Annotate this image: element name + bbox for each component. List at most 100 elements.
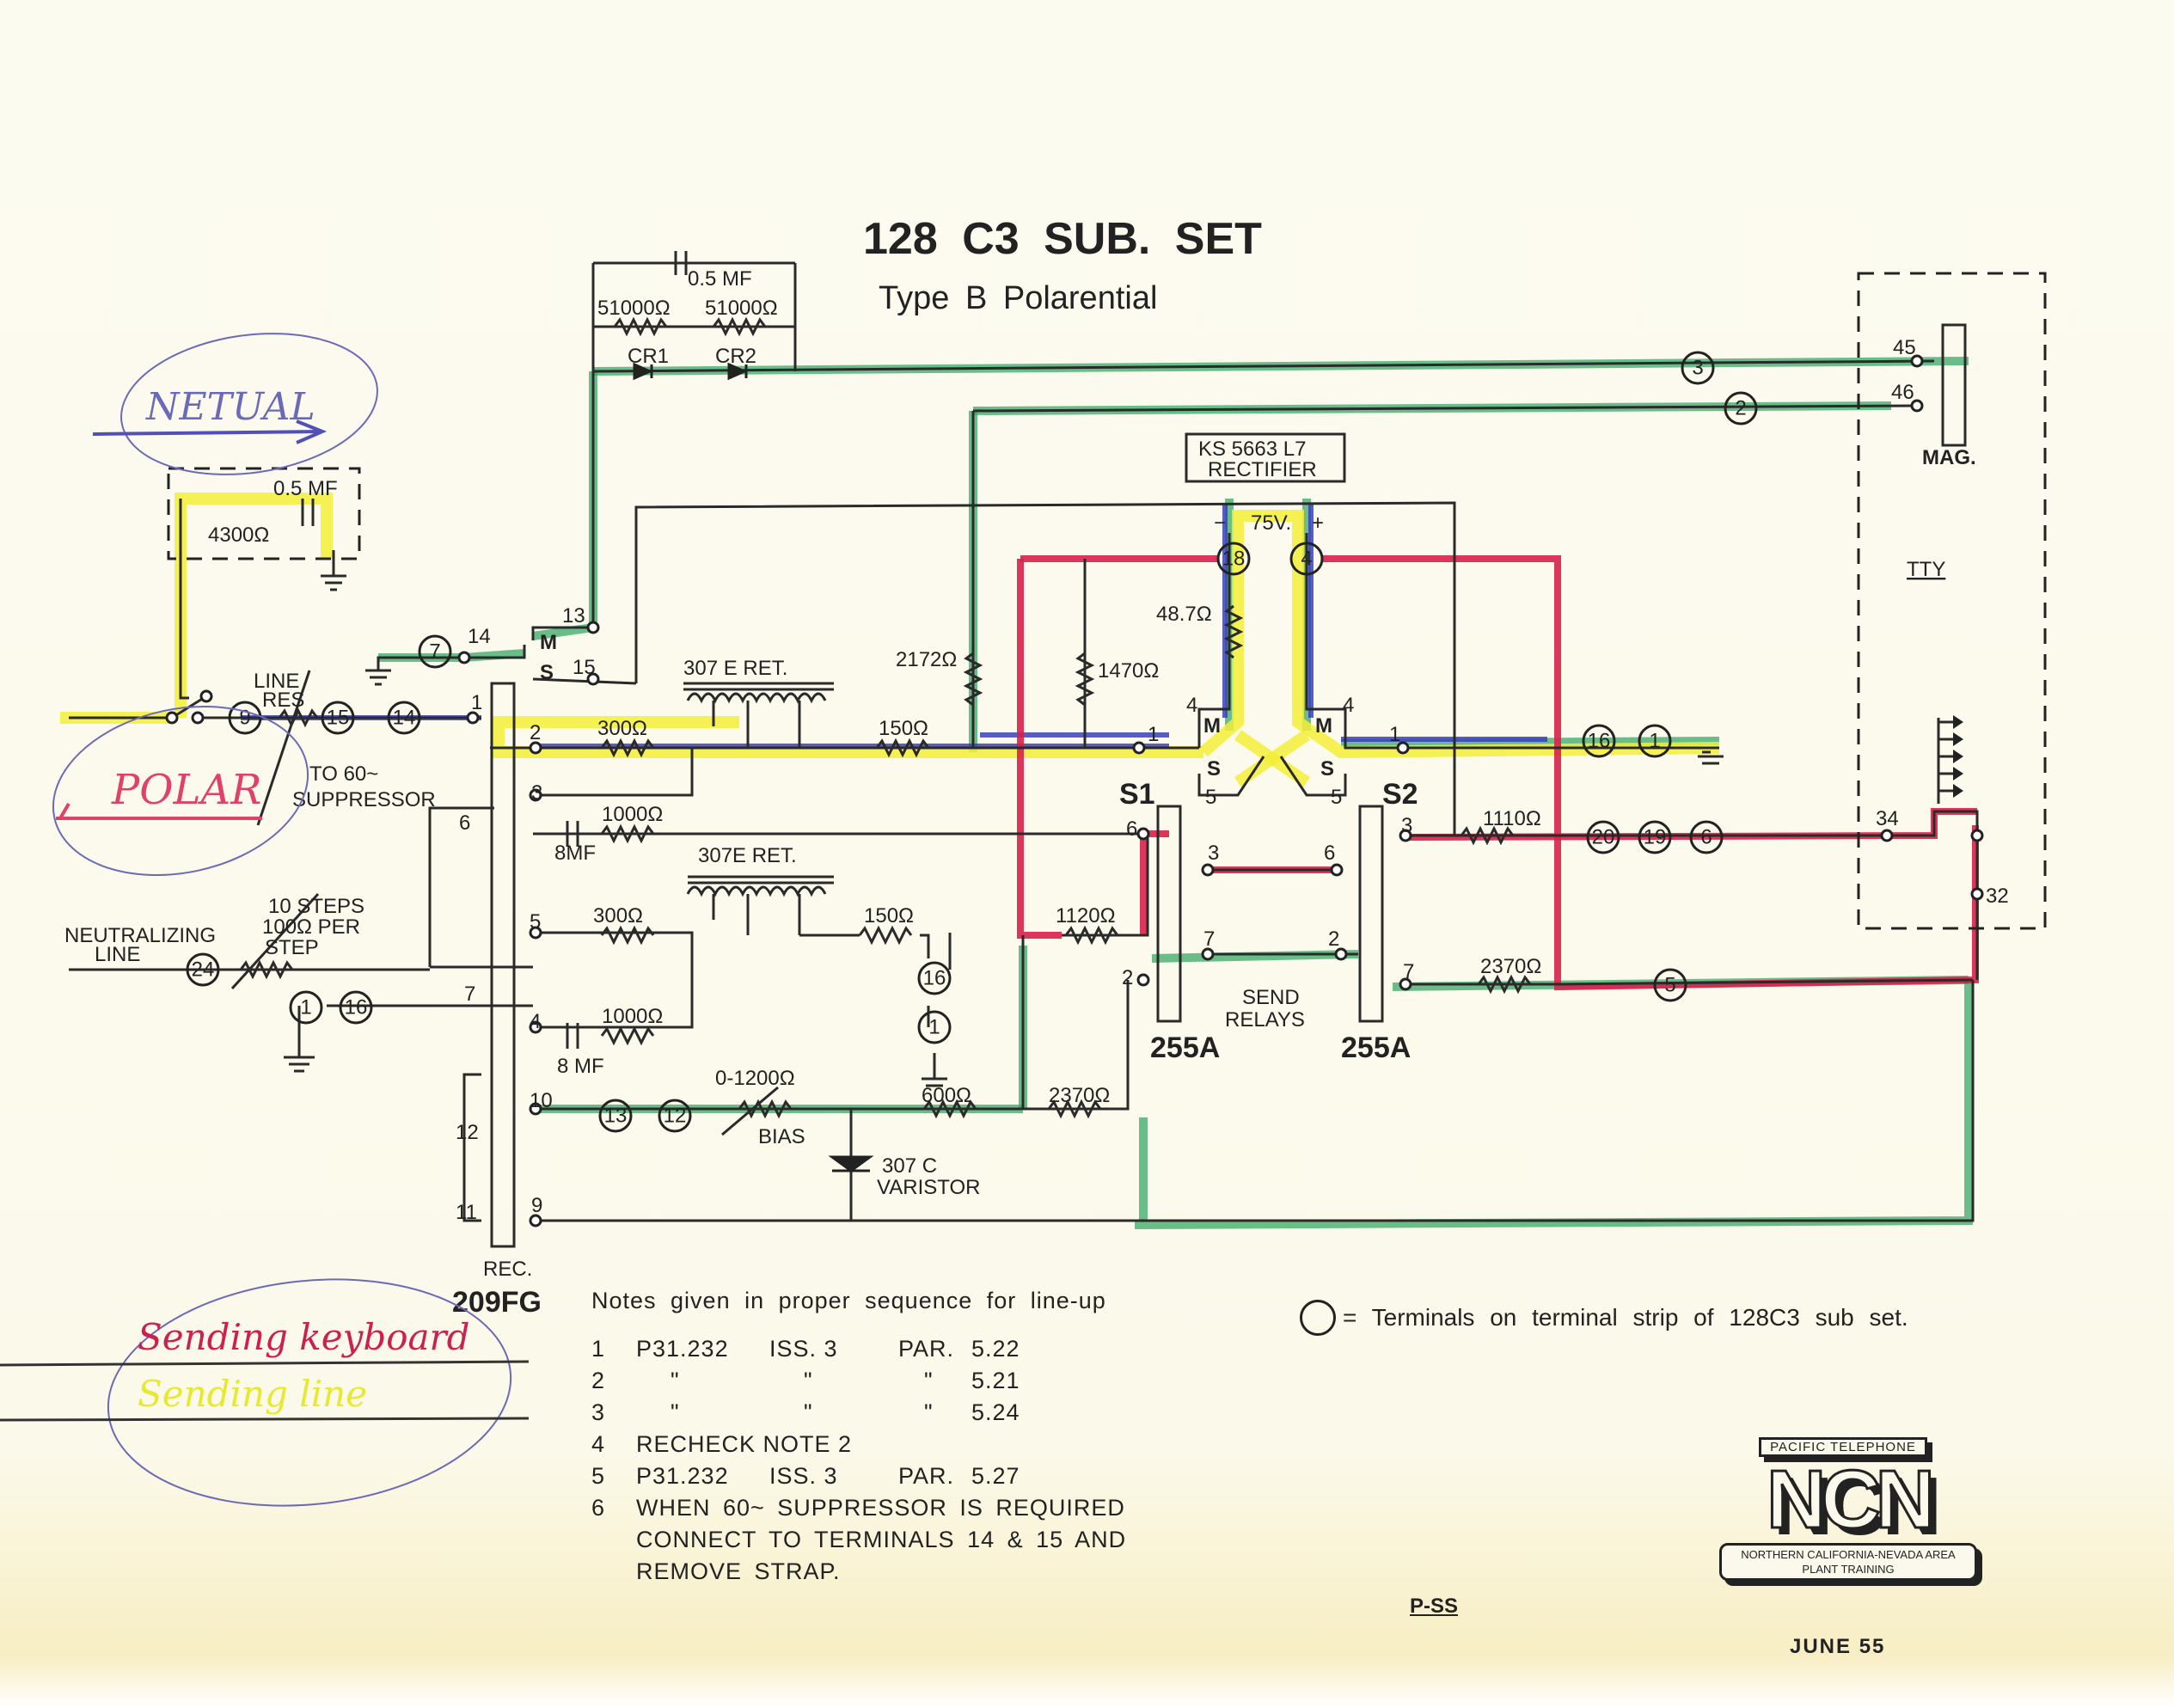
steps-label-3: STEP bbox=[265, 936, 319, 959]
suppressor-dashed-box bbox=[167, 467, 361, 560]
s-contact-label: S bbox=[540, 661, 554, 684]
ground-symbols bbox=[321, 550, 1724, 1087]
steps-label-2: 100Ω PER bbox=[262, 915, 360, 939]
terminal-3[interactable]: 3 bbox=[1681, 351, 1715, 385]
svg-text:5: 5 bbox=[530, 910, 541, 934]
svg-text:7: 7 bbox=[1403, 960, 1414, 983]
terminal-24[interactable]: 24 bbox=[186, 952, 220, 987]
svg-text:2: 2 bbox=[530, 721, 541, 744]
suppressor-note-2: SUPPRESSOR bbox=[292, 788, 436, 811]
s-contact-s2: S bbox=[1320, 757, 1334, 781]
terminal-12[interactable]: 12 bbox=[658, 1099, 692, 1133]
rec-label: REC. bbox=[483, 1258, 532, 1281]
varistor-label-1: 307 C bbox=[882, 1154, 937, 1178]
terminal-4[interactable]: 4 bbox=[1289, 542, 1324, 576]
terminal-1-mid[interactable]: 1 bbox=[917, 1010, 952, 1044]
svg-text:19: 19 bbox=[1644, 826, 1667, 849]
cap8b-label: 8 MF bbox=[557, 1055, 604, 1078]
terminal-13[interactable]: 13 bbox=[598, 1099, 633, 1133]
cr2-label: CR2 bbox=[715, 345, 756, 368]
r1110-label: 1110Ω bbox=[1483, 807, 1541, 830]
svg-text:6: 6 bbox=[1324, 842, 1335, 865]
terminal-1-ground[interactable]: 1 bbox=[289, 990, 323, 1025]
terminal-5[interactable]: 5 bbox=[1653, 968, 1687, 1002]
logo-top-text: PACIFIC TELEPHONE bbox=[1759, 1437, 1927, 1457]
lineup-notes: Notes given in proper sequence for line-… bbox=[591, 1288, 1126, 1588]
page-code: P-SS bbox=[1410, 1595, 1459, 1618]
tty-pin-34: 34 bbox=[1876, 807, 1899, 830]
varistor-label-2: VARISTOR bbox=[877, 1176, 980, 1199]
suppressor-note-1: TO 60~ bbox=[309, 762, 378, 786]
rec-relay-209fg bbox=[490, 682, 516, 1248]
tty-pin-32: 32 bbox=[1986, 885, 2009, 908]
svg-text:3: 3 bbox=[1401, 814, 1412, 837]
neutralizing-label-1: NEUTRALIZING bbox=[64, 924, 216, 947]
r150a-label: 150Ω bbox=[879, 717, 928, 740]
pin-points bbox=[165, 354, 1984, 1227]
neutralizing-label-2: LINE bbox=[95, 943, 140, 966]
svg-text:4: 4 bbox=[1343, 694, 1354, 717]
publication-date: JUNE 55 bbox=[1790, 1635, 1886, 1658]
r1000a-label: 1000Ω bbox=[602, 803, 663, 826]
rectifier-label-2: RECTIFIER bbox=[1208, 458, 1317, 481]
send-relays-label-2: RELAYS bbox=[1225, 1008, 1305, 1032]
green-highlight-paths bbox=[378, 357, 1973, 1229]
logo-bottom-banner: NORTHERN CALIFORNIA-NEVADA AREA PLANT TR… bbox=[1719, 1543, 1977, 1581]
svg-text:24: 24 bbox=[192, 958, 215, 982]
r150b-label: 150Ω bbox=[864, 904, 914, 927]
terminal-20[interactable]: 20 bbox=[1586, 820, 1620, 854]
terminal-18[interactable]: 18 bbox=[1216, 542, 1251, 576]
steps-label-1: 10 STEPS bbox=[268, 895, 364, 918]
svg-text:1: 1 bbox=[1148, 723, 1159, 746]
relay-type-2: 255A bbox=[1341, 1032, 1411, 1064]
note-row: CONNECT TO TERMINALS 14 & 15 AND bbox=[636, 1527, 1127, 1552]
terminal-2[interactable]: 2 bbox=[1724, 391, 1758, 425]
terminal-16-left[interactable]: 16 bbox=[339, 990, 373, 1025]
tty-contacts bbox=[1937, 715, 1963, 804]
terminal-14[interactable]: 14 bbox=[387, 701, 421, 735]
note-row: REMOVE STRAP. bbox=[636, 1558, 841, 1584]
handwritten-annotations: NETUAL POLAR Sending keyboard Sending li… bbox=[0, 333, 530, 1507]
terminal-6[interactable]: 6 bbox=[1689, 820, 1724, 854]
send-relay-s2 bbox=[1358, 805, 1384, 1023]
terminal-1-right[interactable]: 1 bbox=[1638, 724, 1672, 758]
terminal-16-mid[interactable]: 16 bbox=[917, 961, 952, 995]
svg-text:2: 2 bbox=[1735, 397, 1746, 420]
terminal-19[interactable]: 19 bbox=[1638, 820, 1672, 854]
r2370a-label: 2370Ω bbox=[1049, 1084, 1110, 1107]
res-top-right-label: 51000Ω bbox=[705, 297, 778, 320]
terminal-16-right[interactable]: 16 bbox=[1582, 724, 1616, 758]
s-contact-s1: S bbox=[1207, 757, 1221, 781]
diodes bbox=[633, 362, 874, 1172]
svg-text:5: 5 bbox=[1205, 786, 1216, 809]
svg-text:14: 14 bbox=[393, 707, 416, 730]
send-relays-label-1: SEND bbox=[1242, 986, 1300, 1009]
r300b-label: 300Ω bbox=[593, 904, 643, 927]
suppressor-coil-label: 4300Ω bbox=[208, 523, 269, 547]
sending-line-note: Sending line bbox=[138, 1373, 367, 1415]
cr1-label: CR1 bbox=[628, 345, 669, 368]
mag-pin-45: 45 bbox=[1893, 336, 1916, 359]
suppressor-cap-label: 0.5 MF bbox=[273, 477, 338, 500]
terminal-7[interactable]: 7 bbox=[418, 634, 452, 669]
logo-bottom-line-2: PLANT TRAINING bbox=[1802, 1563, 1895, 1576]
terminal-circle-icon bbox=[1300, 1300, 1336, 1336]
rectifier-box bbox=[1185, 432, 1346, 483]
svg-text:7: 7 bbox=[464, 983, 475, 1006]
m-contact-s1: M bbox=[1203, 714, 1221, 738]
r300a-label: 300Ω bbox=[597, 717, 647, 740]
terminal-15[interactable]: 15 bbox=[321, 701, 355, 735]
resistors bbox=[230, 316, 1532, 1136]
svg-text:13: 13 bbox=[562, 604, 585, 627]
magnet-coil bbox=[1941, 323, 1967, 447]
m-contact-label: M bbox=[540, 631, 557, 654]
mag-label: MAG. bbox=[1922, 446, 1976, 469]
note-row: 3"""5.24 bbox=[591, 1399, 1020, 1425]
cap8a-label: 8MF bbox=[554, 842, 596, 865]
svg-text:7: 7 bbox=[429, 640, 440, 664]
